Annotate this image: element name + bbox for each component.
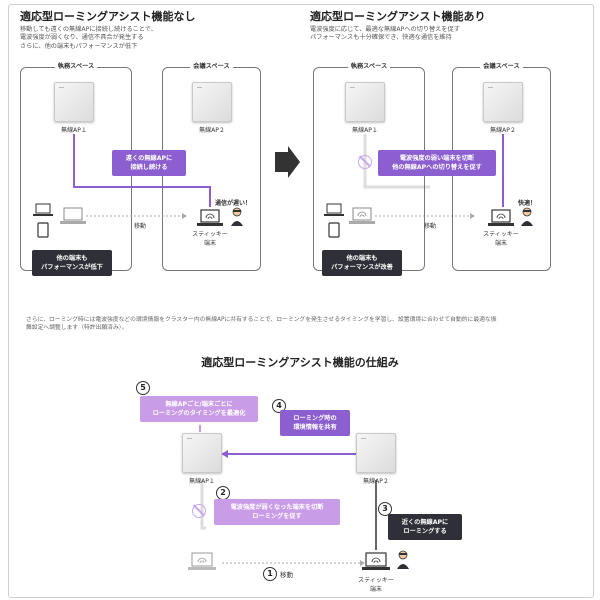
step5-line: 無線APごと/端末ごとに: [165, 401, 233, 408]
right-sticky-line: スティッキー: [483, 231, 519, 238]
left-move-label: 移動: [133, 223, 146, 230]
left-sticky-line: スティッキー: [192, 231, 228, 238]
bottom-move-label: 移動: [280, 571, 293, 579]
step4-line: 環境情報を共有: [293, 424, 337, 431]
user-avatar-icon: [521, 207, 533, 226]
step2-line: 電波強度が弱くなった端末を切断: [230, 504, 324, 511]
bottom-connection-lines: [199, 425, 377, 566]
sticky-laptop-icon: [197, 209, 223, 226]
step3-number: 3: [378, 502, 392, 516]
laptop-icon: [33, 203, 53, 216]
bottom-ap2-label: 無線AP２: [363, 478, 389, 485]
bottom-sticky-line: 端末: [369, 586, 382, 593]
sticky-laptop-icon: [488, 209, 514, 226]
right-title: 適応型ローミングアシスト機能あり: [310, 10, 486, 23]
right-ap1-label: 無線AP１: [352, 127, 378, 134]
left-room2-title: 会議スペース: [190, 63, 233, 70]
step2-number: 2: [216, 486, 230, 500]
prohibited-icon: [192, 504, 206, 518]
left-callout-line: 遠くの無線APに: [125, 155, 173, 162]
left-room1-title: 執務スペース: [54, 63, 98, 70]
left-title: 適応型ローミングアシスト機能なし: [20, 10, 196, 23]
bottom-ap2-device: [356, 433, 396, 473]
laptop-icon: [324, 203, 344, 216]
right-ap1-device: [345, 82, 385, 122]
step4-number: 4: [272, 399, 286, 413]
prohibited-icon: [358, 155, 372, 169]
step4-box: ローミング時の 環境情報を共有: [280, 410, 350, 436]
step5-number: 5: [136, 381, 150, 395]
left-bottom-line: 他の端末も: [56, 255, 88, 262]
right-desc: 電波強度に応じて、最適な無線APへの切り替えを促す パフォーマンスも十分確保でき…: [310, 26, 460, 43]
right-sticky-line: 端末: [494, 240, 507, 247]
right-desc-line: パフォーマンスも十分確保でき、快適な通信を維持: [310, 34, 452, 42]
step3-line: ローミングする: [403, 528, 447, 535]
right-callout: 電波強度の弱い端末を切断 他の無線APへの切り替えを促す: [378, 150, 496, 176]
step5-line: ローミングのタイミングを最適化: [152, 410, 246, 417]
step2-line: ローミングを促す: [252, 513, 302, 520]
left-ap1-label: 無線AP１: [61, 127, 87, 134]
user-avatar-icon: [397, 550, 409, 569]
left-ap1-device: [54, 82, 94, 122]
right-callout-line: 他の無線APへの切り替えを促す: [392, 164, 482, 171]
right-desc-line: 電波強度に応じて、最適な無線APへの切り替えを促す: [310, 26, 460, 33]
sticky-laptop-icon: [362, 552, 390, 570]
phone-icon: [37, 222, 49, 238]
left-sticky-line: 端末: [203, 240, 216, 247]
right-ap2-label: 無線AP２: [490, 127, 516, 134]
laptop-icon: [349, 207, 375, 224]
left-bottom-box: 他の端末も パフォーマンスが低下: [32, 250, 112, 276]
left-desc-line: 電波強度が弱くなり、通信不具合が発生する: [20, 34, 144, 42]
left-sticky-label: スティッキー 端末: [185, 229, 235, 247]
right-fast-label: 快適！: [518, 200, 537, 207]
user-avatar-icon: [231, 207, 243, 226]
phone-icon: [328, 222, 340, 238]
right-move-label: 移動: [423, 223, 436, 230]
left-ap2-device: [192, 82, 232, 122]
left-connection-lines: [73, 134, 504, 219]
left-desc-line: さらに、他の端末もパフォーマンスが低下: [20, 42, 138, 50]
step2-box: 電波強度が弱くなった端末を切断 ローミングを促す: [214, 499, 340, 525]
right-room2-title: 会議スペース: [480, 63, 523, 70]
step1-number: 1: [263, 567, 277, 581]
middle-note-line: さらに、ローミング時には電波強度などの環境情報をクラスター内の無線APに共有する…: [26, 317, 497, 323]
left-desc: 移動しても遠くの無線APに接続し続けることで、 電波強度が弱くなり、通信不具合が…: [20, 26, 157, 51]
left-ap2-label: 無線AP２: [199, 127, 225, 134]
left-desc-line: 移動しても遠くの無線APに接続し続けることで、: [20, 26, 157, 33]
laptop-icon: [60, 207, 86, 224]
left-bottom-line: パフォーマンスが低下: [41, 264, 103, 271]
bottom-ap1-label: 無線AP１: [189, 478, 215, 485]
step3-box: 近くの無線APに ローミングする: [388, 514, 462, 540]
middle-note-line: 舞設定へ調整します（特許出願済み）。: [26, 325, 128, 331]
left-callout: 遠くの無線APに 接続し続ける: [112, 150, 186, 176]
left-slow-label: 通信が遅い！: [215, 200, 252, 207]
step3-line: 近くの無線APに: [401, 519, 449, 526]
bottom-sticky-label: スティッキー 端末: [351, 575, 401, 593]
bottom-sticky-line: スティッキー: [358, 577, 394, 584]
bottom-title: 適応型ローミングアシスト機能の仕組み: [201, 356, 399, 369]
right-bottom-line: パフォーマンスが改善: [331, 264, 393, 271]
right-bottom-line: 他の端末も: [346, 255, 378, 262]
right-bottom-box: 他の端末も パフォーマンスが改善: [322, 250, 402, 276]
bottom-ap1-device: [182, 433, 222, 473]
right-ap2-device: [483, 82, 523, 122]
left-callout-line: 接続し続ける: [130, 164, 168, 171]
page-frame: [8, 4, 594, 598]
step5-box: 無線APごと/端末ごとに ローミングのタイミングを最適化: [140, 396, 258, 422]
right-room1-title: 執務スペース: [347, 63, 391, 70]
middle-note: さらに、ローミング時には電波強度などの環境情報をクラスター内の無線APに共有する…: [26, 316, 497, 332]
right-callout-line: 電波強度の弱い端末を切断: [399, 155, 475, 162]
right-sticky-label: スティッキー 端末: [476, 229, 526, 247]
step4-line: ローミング時の: [293, 415, 337, 422]
laptop-icon: [188, 552, 216, 570]
